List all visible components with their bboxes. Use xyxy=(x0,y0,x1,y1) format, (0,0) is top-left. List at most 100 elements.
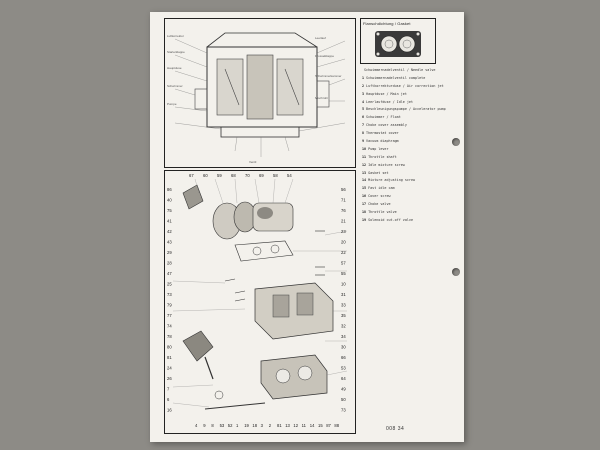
part-number-label: 4 xyxy=(195,423,198,428)
part-number-label: 13 xyxy=(285,423,290,428)
part-number-label: 49 xyxy=(341,387,346,392)
part-number-label: 58 xyxy=(273,173,278,178)
punch-hole xyxy=(452,268,460,276)
gasket-panel: Flanschdichtung / Gasket xyxy=(360,18,436,64)
part-number-label: 55 xyxy=(341,271,346,276)
part-number-label: 10 xyxy=(341,282,346,287)
part-number-label: 15 xyxy=(318,423,323,428)
part-number-label: 75 xyxy=(167,208,172,213)
part-number-label: 3 xyxy=(261,423,264,428)
part-number-label: 54 xyxy=(287,173,292,178)
part-number-label: 52 xyxy=(228,423,233,428)
section-label: Leerlauf xyxy=(315,36,326,40)
part-number-label: 59 xyxy=(217,173,222,178)
gasket-drawing xyxy=(375,31,421,57)
part-number-label: 18 xyxy=(252,423,257,428)
section-label: Luftkorrektur xyxy=(167,34,184,38)
part-number-label: 60 xyxy=(203,173,208,178)
part-number-label: 77 xyxy=(167,313,172,318)
part-number-label: 71 xyxy=(341,198,346,203)
part-number-label: 31 xyxy=(341,292,346,297)
part-number-label: 64 xyxy=(341,376,346,381)
part-number-label: 42 xyxy=(167,229,172,234)
part-number-label: 87 xyxy=(326,423,331,428)
section-label: Ventil xyxy=(249,160,257,164)
part-number-label: 70 xyxy=(245,173,250,178)
part-number-label: 43 xyxy=(167,240,172,245)
section-drawing: Luftkorrektur Starterklappe Hauptduse Sc… xyxy=(167,32,346,164)
part-number-label: 1 xyxy=(236,423,239,428)
part-number-label: 67 xyxy=(189,173,194,178)
section-label: Drosselklappe xyxy=(315,54,334,58)
part-number-label: 34 xyxy=(341,334,346,339)
part-number-label: 79 xyxy=(167,303,172,308)
document-number: 008 34 xyxy=(386,426,405,432)
part-number-label: 86 xyxy=(167,187,172,192)
part-number-label: 26 xyxy=(167,376,172,381)
carburetor-section-panel: Luftkorrektur Starterklappe Hauptduse Sc… xyxy=(164,18,356,168)
part-number-label: 76 xyxy=(341,208,346,213)
part-number-label: 56 xyxy=(341,187,346,192)
part-number-label: 53 xyxy=(220,423,225,428)
part-number-label: 29 xyxy=(167,250,172,255)
part-number-label: 35 xyxy=(341,313,346,318)
part-number-label: 2 xyxy=(269,423,272,428)
section-label: Schwimmerkammer xyxy=(315,74,342,78)
part-number-label: 30 xyxy=(341,345,346,350)
part-number-label: 81 xyxy=(277,423,282,428)
gasket-caption: Flanschdichtung / Gasket xyxy=(363,21,411,26)
part-number-label: 25 xyxy=(167,282,172,287)
part-number-label: 40 xyxy=(167,198,172,203)
part-number-label: 50 xyxy=(341,397,346,402)
part-number-label: 53 xyxy=(341,366,346,371)
section-label: Schwimmer xyxy=(167,84,183,88)
section-label: Mischrohr xyxy=(315,96,328,100)
part-number-label: 12 xyxy=(293,423,298,428)
part-number-label: 41 xyxy=(167,219,172,224)
part-number-label: 80 xyxy=(167,345,172,350)
part-number-label: 73 xyxy=(167,292,172,297)
part-number-label: 6 xyxy=(167,397,170,402)
part-number-label: 32 xyxy=(341,324,346,329)
part-number-label: 7 xyxy=(167,387,170,392)
part-number-label: 78 xyxy=(167,334,172,339)
legend-item: Schwimmernadelventil / Needle valve xyxy=(364,68,436,72)
part-number-label: 47 xyxy=(167,271,172,276)
part-number-label: 22 xyxy=(341,250,346,255)
part-number-label: 20 xyxy=(341,240,346,245)
part-number-label: 9 xyxy=(203,423,206,428)
punch-hole xyxy=(452,138,460,146)
part-number-label: 14 xyxy=(310,423,315,428)
part-number-label: 81 xyxy=(167,355,172,360)
part-number-label: 88 xyxy=(334,423,339,428)
part-number-label: 73 xyxy=(341,408,346,413)
part-number-label: 11 xyxy=(302,423,307,428)
section-label: Starterklappe xyxy=(167,50,185,54)
part-number-label: 23 xyxy=(341,229,346,234)
part-number-label: 57 xyxy=(341,261,346,266)
exploded-view-sheet: Luftkorrektur Starterklappe Hauptduse Sc… xyxy=(150,12,464,442)
part-number-label: 28 xyxy=(167,261,172,266)
section-label: Hauptduse xyxy=(167,66,182,70)
